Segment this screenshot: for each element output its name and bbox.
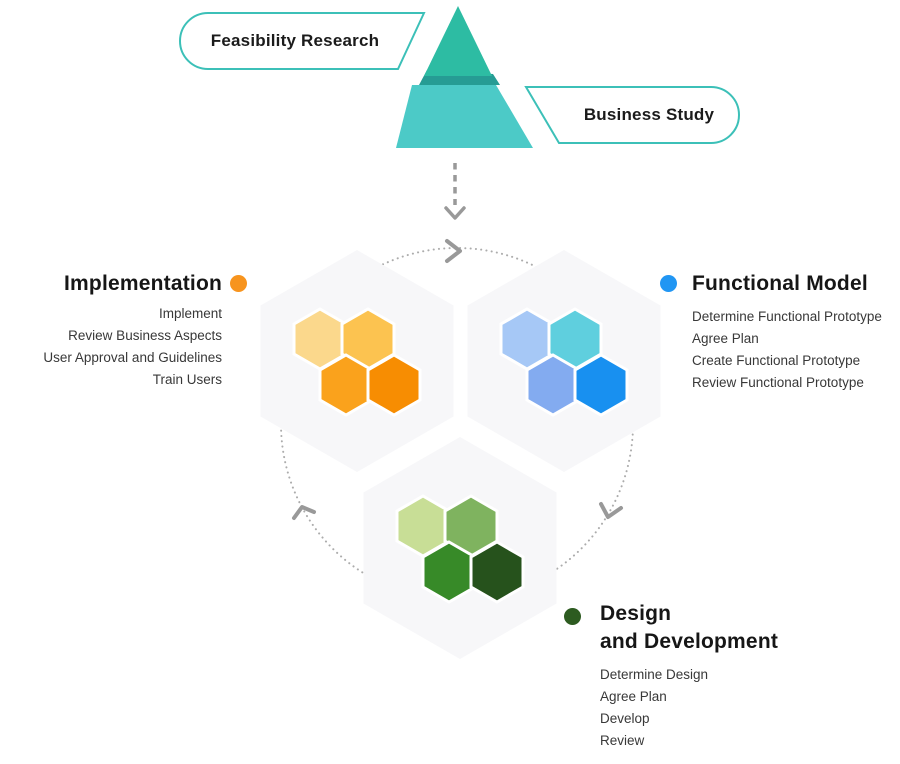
- functional-model-title: Functional Model: [692, 272, 868, 295]
- hex-cell: [421, 540, 477, 604]
- cycle-arrow-right-icon: [599, 502, 623, 519]
- list-item: Create Functional Prototype: [692, 353, 861, 368]
- list-item: Determine Functional Prototype: [692, 309, 882, 324]
- implementation-dot-icon: [230, 275, 247, 292]
- list-item: Agree Plan: [692, 331, 759, 346]
- functional-model-dot-icon: [660, 275, 677, 292]
- title-line: and Development: [600, 630, 779, 653]
- functional-model-hex-cluster: [499, 307, 629, 417]
- feasibility-banner-label: Feasibility Research: [210, 31, 380, 50]
- business-banner-label: Business Study: [583, 105, 715, 124]
- implementation-title: Implementation: [64, 272, 222, 295]
- design-development-items: Determine Design Agree Plan Develop Revi…: [600, 664, 708, 752]
- title-line: Design: [600, 602, 672, 625]
- functional-model-items: Determine Functional Prototype Agree Pla…: [692, 306, 882, 394]
- hex-cell: [318, 353, 374, 417]
- hex-cell: [525, 353, 581, 417]
- implementation-hex-cluster: [292, 307, 422, 417]
- feasibility-banner-shape: [179, 12, 426, 70]
- down-arrow-head-icon: [444, 206, 466, 220]
- business-banner-shape: [524, 86, 740, 144]
- implementation-items: Implement Review Business Aspects User A…: [43, 303, 222, 391]
- hex-cell: [573, 353, 629, 417]
- list-item: Review: [600, 733, 645, 748]
- pyramid-top-triangle: [424, 6, 492, 76]
- list-item: Agree Plan: [600, 689, 667, 704]
- design-development-hex-cluster: [395, 494, 525, 604]
- design-development-dot-icon: [564, 608, 581, 625]
- list-item: Review Business Aspects: [68, 328, 222, 343]
- hex-cell: [366, 353, 422, 417]
- pyramid-base-trapezoid: [396, 85, 533, 148]
- list-item: Train Users: [152, 372, 222, 387]
- list-item: Implement: [158, 306, 222, 321]
- list-item: Review Functional Prototype: [692, 375, 864, 390]
- design-development-title: Design and Development: [600, 600, 778, 656]
- cycle-arrow-left-icon: [292, 505, 316, 520]
- list-item: Develop: [600, 711, 650, 726]
- cycle-arrow-top-icon: [445, 239, 462, 263]
- list-item: User Approval and Guidelines: [43, 350, 222, 365]
- hex-cell: [469, 540, 525, 604]
- list-item: Determine Design: [600, 667, 709, 682]
